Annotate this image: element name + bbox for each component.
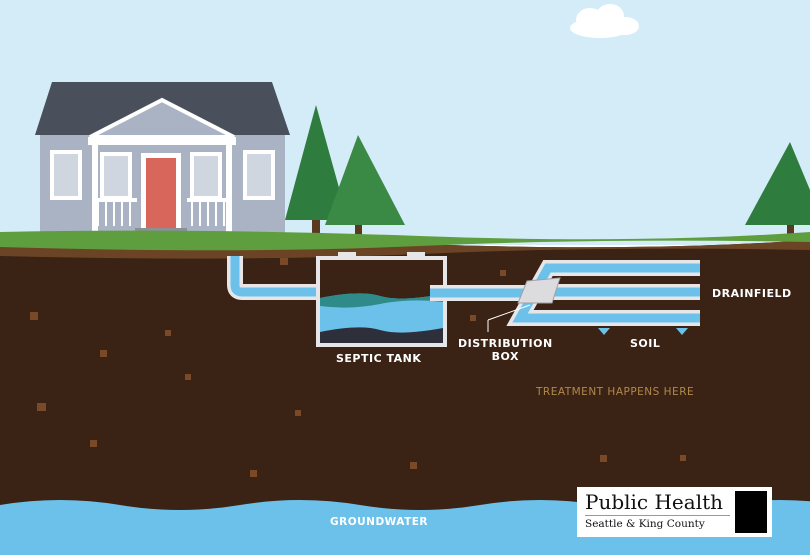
logo-divider [585,515,730,516]
distribution-box-label: DISTRIBUTION BOX [458,337,553,363]
cloud [570,4,639,38]
grass [0,230,810,251]
rocks [30,258,686,477]
house [35,82,290,236]
distribution-box-label-line2: BOX [491,350,519,363]
trees [285,105,810,238]
logo-subtitle: Seattle & King County [585,518,705,530]
public-health-logo: Public Health Seattle & King County [577,487,772,537]
logo-portrait-icon [735,491,767,533]
soil [0,240,810,510]
plumbing [227,252,700,347]
groundwater-label: GROUNDWATER [330,516,429,528]
septic-tank-label: SEPTIC TANK [336,352,422,365]
treatment-label: TREATMENT HAPPENS HERE [536,386,695,398]
soil-label: SOIL [630,337,661,350]
drainfield-label: DRAINFIELD [712,287,792,300]
logo-title: Public Health [585,490,724,514]
distribution-box-label-line1: DISTRIBUTION [458,337,553,350]
